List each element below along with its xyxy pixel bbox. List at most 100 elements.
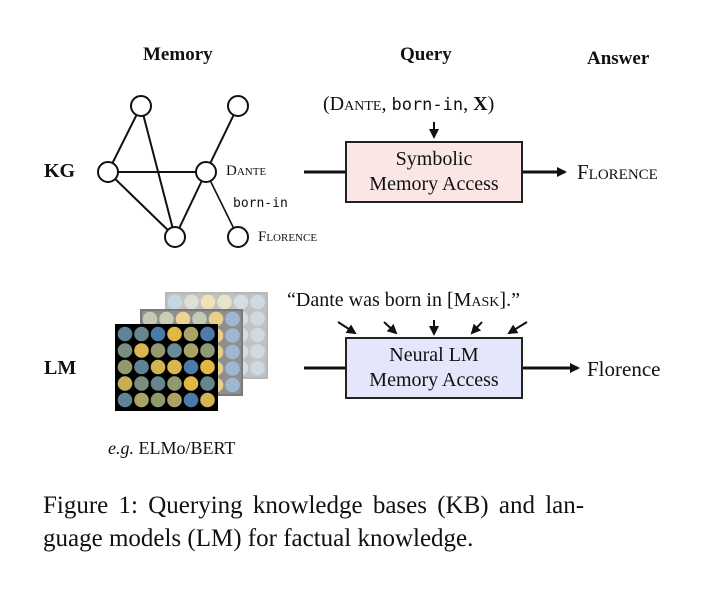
matrix-cell	[200, 326, 215, 342]
kg-node-dante	[195, 161, 217, 183]
kg-node	[130, 95, 152, 117]
kg-node	[227, 95, 249, 117]
kg-node-label-dante: Dante	[226, 163, 267, 179]
lm-query-arrows	[337, 320, 528, 336]
matrix-cell	[183, 343, 199, 358]
model-caption: e.g. ELMo/BERT	[108, 438, 235, 459]
kg-query-open: (	[323, 93, 330, 115]
matrix-cell	[117, 392, 133, 408]
matrix-cell	[200, 294, 216, 310]
lm-token-arrow	[337, 321, 357, 335]
kg-query-close: )	[487, 93, 495, 115]
box-line: Symbolic	[395, 148, 473, 170]
box-line: Memory Access	[369, 369, 499, 391]
matrix-cell	[159, 311, 174, 327]
matrix-cell	[250, 360, 265, 376]
box-line: Memory Access	[369, 173, 499, 195]
neural-lm-memory-access-box: Neural LM Memory Access	[345, 337, 523, 399]
kg-node	[97, 161, 119, 183]
matrix-cell	[167, 294, 183, 310]
kg-node-florence	[227, 226, 249, 248]
lm-answer: Florence	[587, 357, 661, 381]
matrix-cell	[150, 392, 166, 408]
kg-graph	[107, 105, 239, 238]
kg-nodes	[97, 95, 249, 248]
matrix-cell	[200, 343, 215, 358]
matrix-cell	[183, 359, 199, 375]
matrix-cell	[233, 294, 249, 310]
symbolic-memory-access-box: Symbolic Memory Access	[345, 141, 523, 203]
kg-edge	[107, 105, 142, 173]
matrix-cell	[200, 392, 215, 408]
matrix-cell	[134, 343, 149, 358]
model-caption-eg: e.g.	[108, 438, 134, 458]
figure-caption: Figure 1: Querying knowledge bases (KB) …	[43, 489, 683, 555]
matrix-cell	[150, 376, 166, 391]
lm-query-mask-token: Mask	[453, 289, 500, 311]
matrix-cell	[134, 326, 149, 342]
matrix-cell	[167, 343, 182, 358]
kg-query-sep: ,	[381, 93, 392, 115]
matrix-cell	[167, 326, 182, 342]
matrix-layer-front	[115, 324, 218, 411]
matrix-frame	[115, 324, 218, 411]
matrix-cell	[117, 359, 133, 375]
matrix-cell	[150, 326, 166, 342]
row-label-lm: LM	[44, 357, 77, 379]
matrix-cell	[117, 376, 133, 391]
lm-query-sentence: “Dante was born in [Mask].”	[287, 289, 520, 312]
kg-edge	[205, 105, 239, 173]
matrix-cell	[134, 392, 149, 408]
kg-query-sep: ,	[463, 93, 474, 115]
kg-query-object: X	[473, 93, 488, 115]
figure-caption-line: Figure 1: Querying knowledge bases (KB) …	[43, 492, 585, 519]
kg-answer: Florence	[577, 160, 658, 184]
matrix-cell	[225, 328, 240, 343]
box-line: Neural LM	[389, 344, 479, 366]
kg-relation-edge	[205, 171, 239, 238]
matrix-cell	[183, 376, 199, 391]
matrix-cell	[183, 392, 199, 408]
kg-node	[164, 226, 186, 248]
kg-edge	[107, 171, 176, 238]
matrix-cell	[192, 311, 207, 327]
matrix-cell	[250, 344, 265, 359]
lm-token-arrow	[383, 321, 398, 335]
matrix-cell	[134, 376, 149, 391]
matrix-cell	[142, 311, 158, 327]
kg-query-relation: born-in	[391, 95, 464, 115]
header-answer: Answer	[587, 48, 650, 69]
matrix-cell	[225, 377, 240, 393]
matrix-cell	[167, 359, 182, 375]
matrix-cell	[200, 376, 215, 391]
matrix-cell	[225, 344, 240, 360]
matrix-cell	[183, 326, 199, 342]
matrix-cell	[134, 359, 149, 375]
matrix-cell	[250, 327, 265, 343]
matrix-cell	[175, 311, 191, 327]
lm-model-matrices	[115, 292, 268, 411]
matrix-cell	[208, 311, 224, 327]
matrix-cell	[225, 311, 240, 327]
kg-query-subject: Dante	[329, 93, 382, 115]
header-query: Query	[400, 44, 452, 65]
row-label-kg: KG	[44, 160, 76, 182]
matrix-cell	[117, 343, 133, 358]
header-memory: Memory	[143, 44, 213, 65]
kg-edge-label-born-in: born-in	[233, 196, 288, 211]
matrix-cell	[217, 294, 232, 310]
matrix-cell	[150, 359, 166, 375]
figure-caption-line: guage models (LM) for factual knowledge.	[43, 525, 474, 552]
matrix-cell	[200, 359, 215, 375]
model-caption-text: ELMo/BERT	[138, 438, 236, 458]
lm-token-arrow	[470, 321, 483, 335]
lm-token-arrow	[507, 321, 528, 335]
lm-query-text: “Dante was born in [	[287, 289, 454, 311]
matrix-cell	[150, 343, 166, 358]
matrix-cell	[250, 311, 265, 326]
matrix-cell	[250, 294, 265, 310]
matrix-cell	[184, 294, 199, 310]
matrix-cell	[167, 376, 182, 391]
kg-node-label-florence: Florence	[258, 229, 318, 245]
